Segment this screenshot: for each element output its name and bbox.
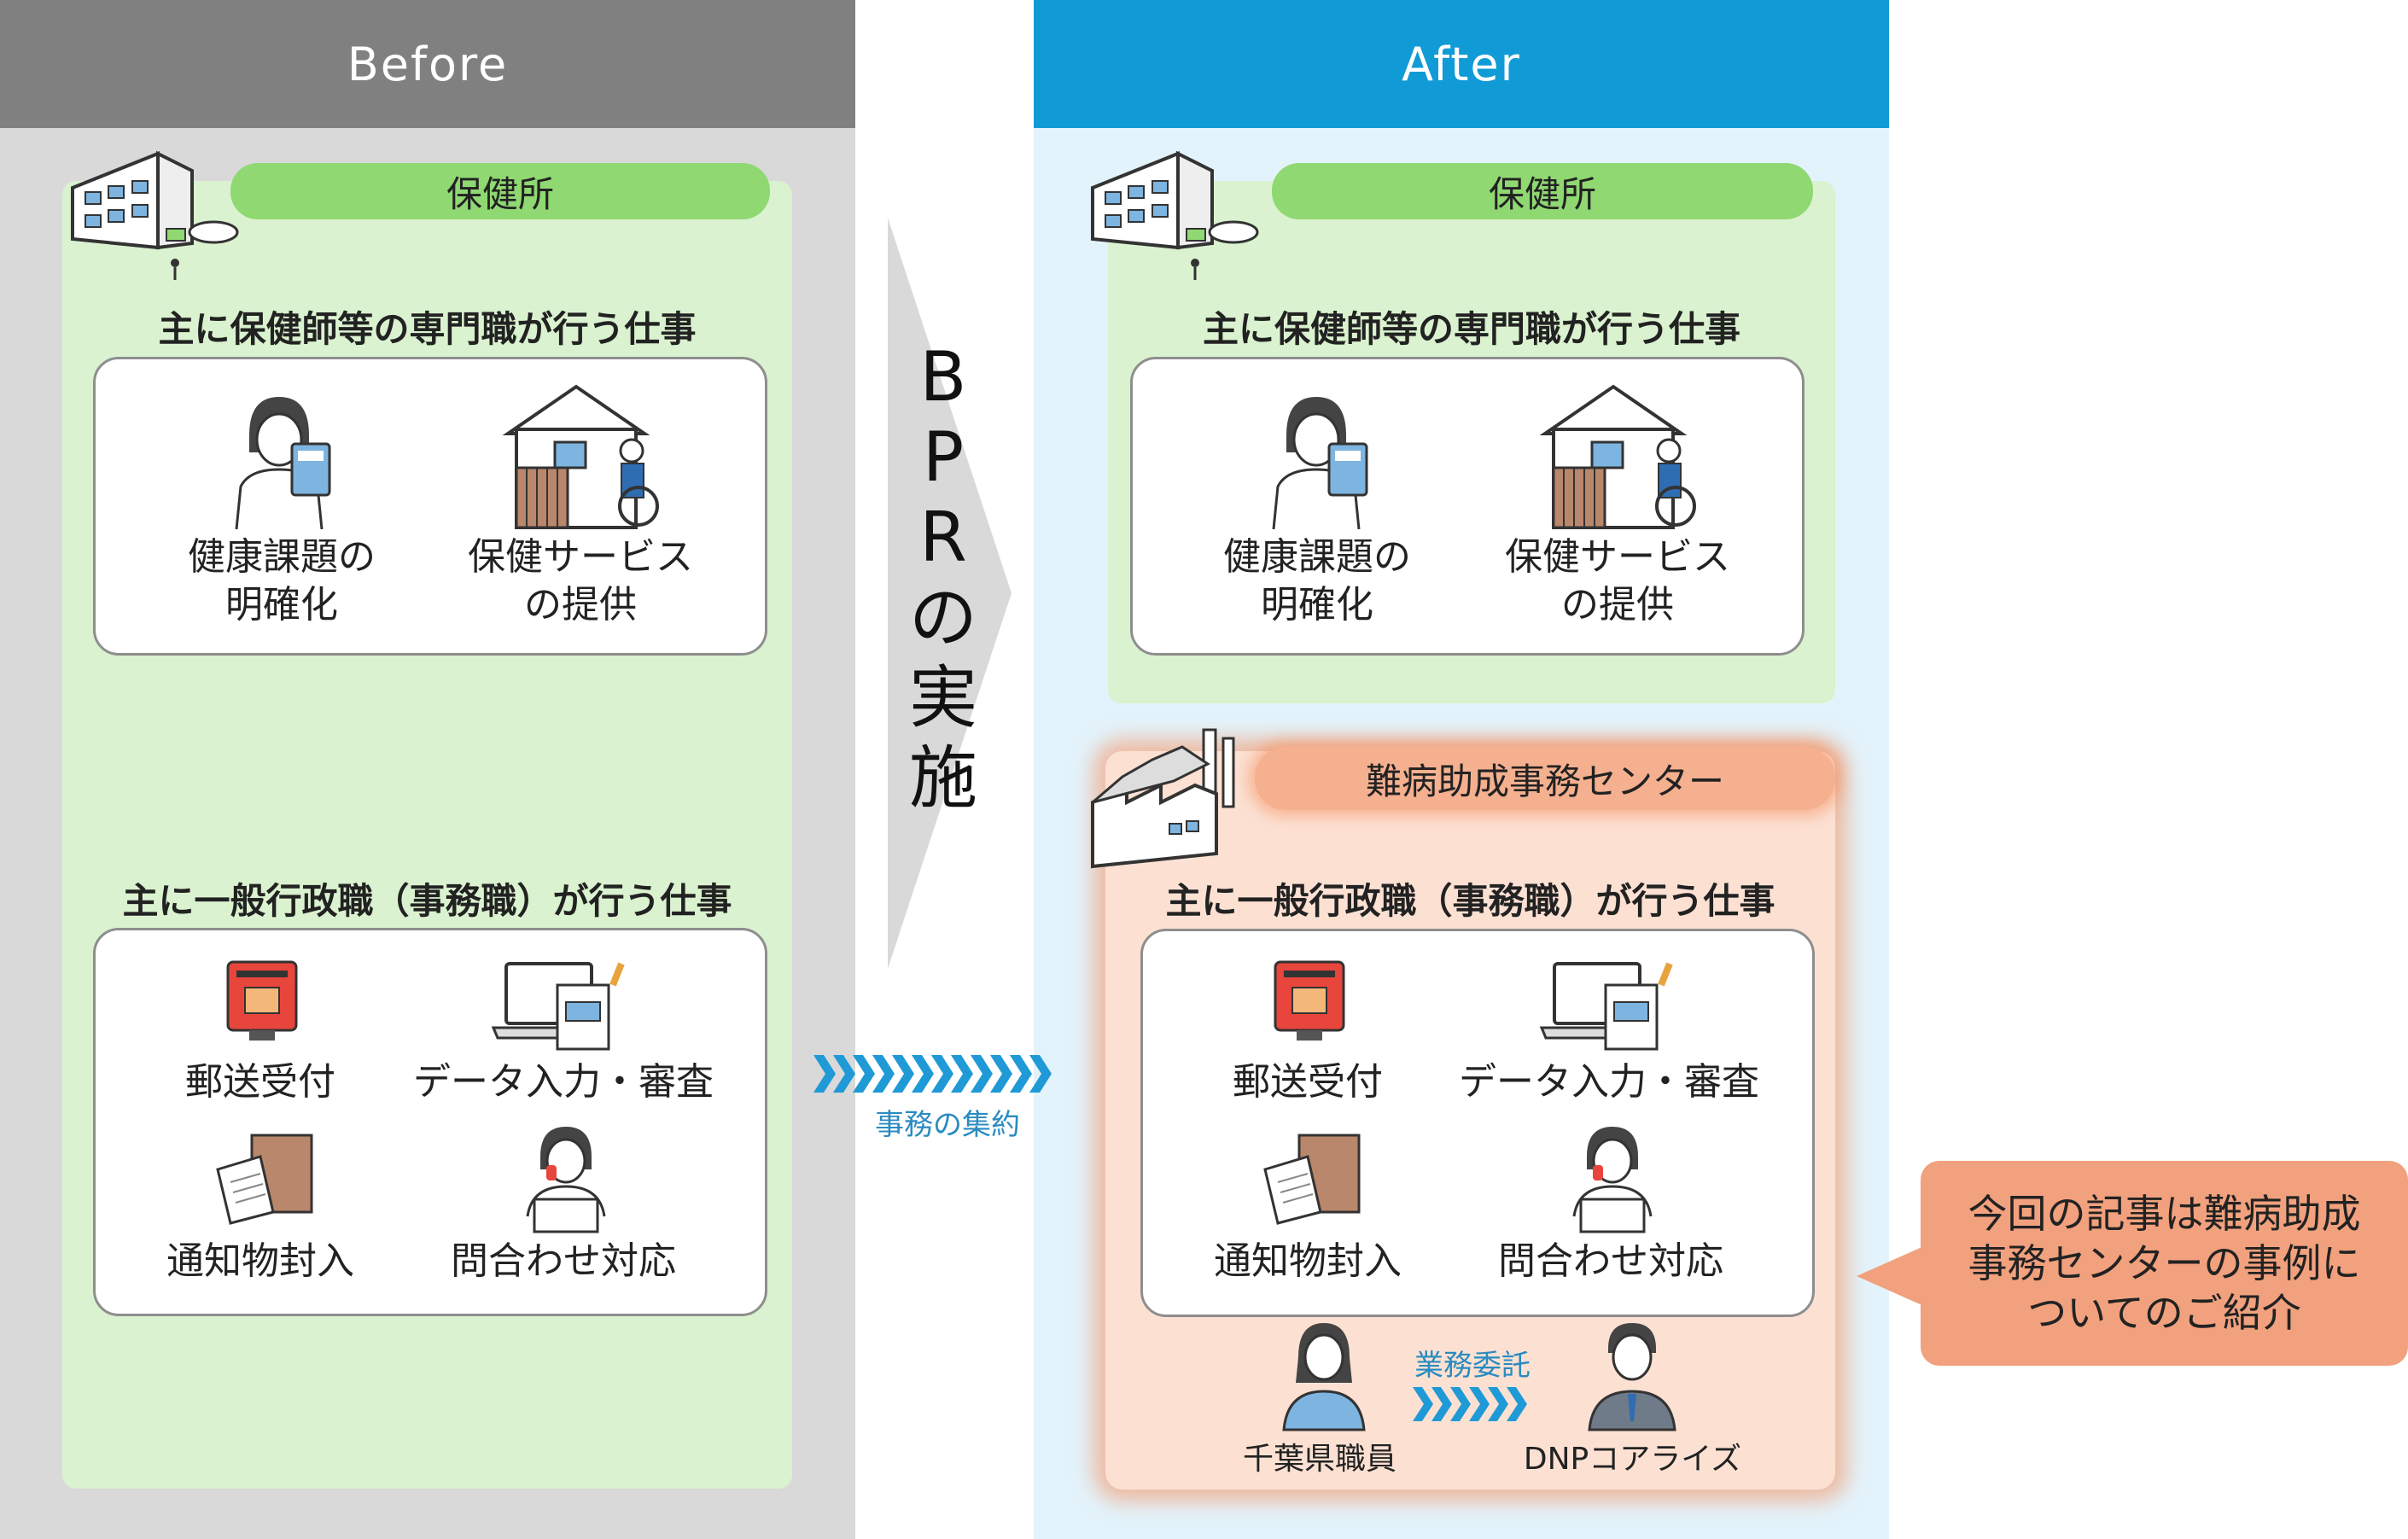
after-facility-pill: 保健所 (1272, 163, 1813, 219)
before-task-enclosure: 通知物封入 (166, 1239, 354, 1283)
before-specialist-title: 主に保健師等の専門職が行う仕事 (158, 308, 697, 350)
after-task-health-issues: 健康課題の明確化 (1223, 535, 1411, 627)
after-general-title: 主に一般行政職（事務職）が行う仕事 (1165, 880, 1775, 922)
before-task-inquiries: 問合わせ対応 (451, 1239, 676, 1283)
before-facility-pill: 保健所 (230, 163, 770, 219)
after-header: After (1034, 0, 1889, 128)
after-center-pill: 難病助成事務センター (1255, 747, 1835, 810)
after-specialist-title: 主に保健師等の専門職が行う仕事 (1202, 308, 1740, 350)
after-task-data-entry: データ入力・審査 (1459, 1060, 1759, 1104)
after-specialist-card (1130, 357, 1805, 656)
bpr-arrow (888, 218, 1012, 969)
before-specialist-card (93, 357, 767, 656)
mailbox-icon (1274, 960, 1345, 1041)
building-icon (71, 150, 239, 280)
before-task-data-entry: データ入力・審査 (413, 1060, 714, 1104)
after-task-inquiries: 問合わせ対応 (1498, 1239, 1723, 1283)
before-task-health-issues: 健康課題の明確化 (188, 535, 376, 627)
operator-icon (1572, 1127, 1653, 1233)
house-wheelchair-icon (502, 384, 659, 529)
before-general-title: 主に一般行政職（事務職）が行う仕事 (122, 880, 732, 922)
outsourcing-label: 業務委託 (1414, 1349, 1531, 1383)
consolidation-chevrons-icon (813, 1055, 1052, 1093)
laptop-document-icon (491, 962, 625, 1051)
dnp-staff-icon (1588, 1323, 1676, 1431)
vendor-label: DNPコアライズ (1523, 1442, 1742, 1477)
before-general-card (93, 928, 767, 1316)
operator-icon (526, 1127, 606, 1233)
building-icon (1091, 150, 1259, 280)
nurse-icon (1272, 397, 1368, 530)
after-task-mail: 郵送受付 (1233, 1060, 1383, 1104)
consolidation-label: 事務の集約 (875, 1108, 1020, 1142)
mailbox-icon (226, 960, 298, 1041)
callout-pointer (1857, 1242, 1933, 1310)
prefectural-staff-icon (1282, 1323, 1366, 1431)
before-task-mail: 郵送受付 (185, 1060, 335, 1104)
bpr-label: B P R の 実 施 (909, 337, 977, 818)
outsourcing-chevrons-icon (1413, 1387, 1527, 1421)
after-task-health-service: 保健サービスの提供 (1505, 535, 1730, 627)
envelope-icon (1263, 1134, 1361, 1225)
before-task-health-service: 保健サービスの提供 (468, 535, 693, 627)
factory-icon (1091, 728, 1235, 869)
client-label: 千葉県職員 (1242, 1442, 1396, 1477)
article-callout: 今回の記事は難病助成 事務センターの事例に ついてのご紹介 (1921, 1161, 2408, 1366)
after-general-card (1140, 929, 1815, 1317)
envelope-icon (216, 1134, 313, 1225)
house-wheelchair-icon (1539, 384, 1696, 529)
laptop-document-icon (1539, 962, 1673, 1051)
nurse-icon (235, 397, 331, 530)
before-header: Before (0, 0, 855, 128)
after-task-enclosure: 通知物封入 (1214, 1239, 1402, 1283)
